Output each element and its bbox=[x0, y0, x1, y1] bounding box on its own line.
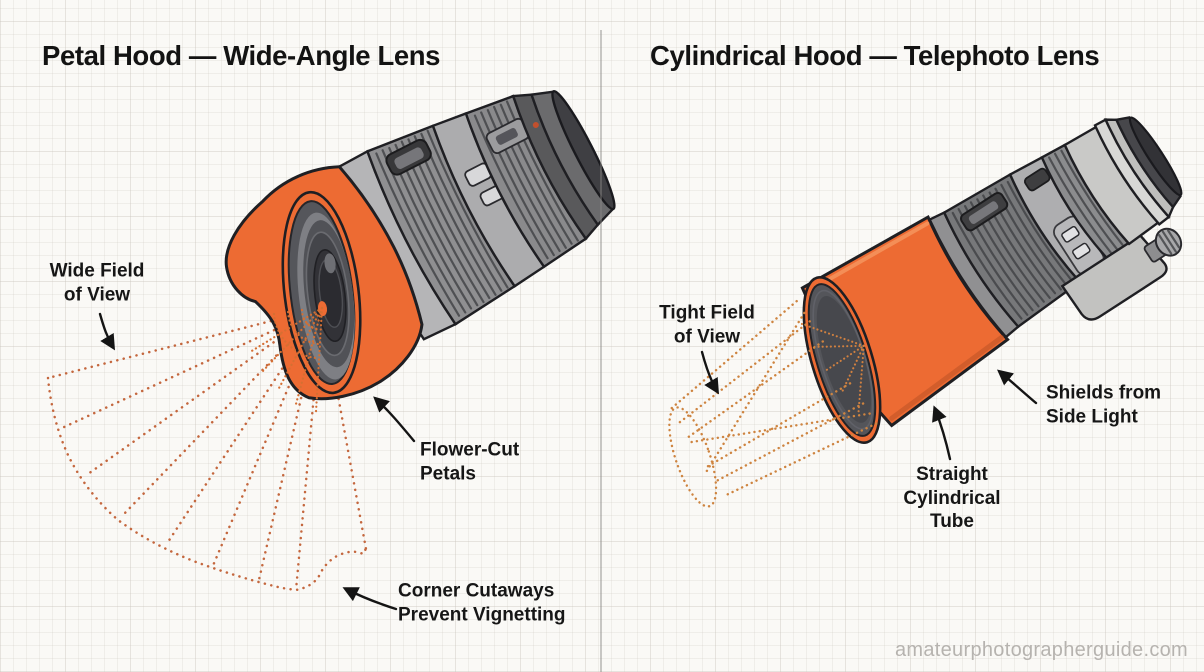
panel-divider bbox=[600, 30, 602, 672]
label-line: Straight bbox=[916, 463, 988, 485]
rear-mount bbox=[551, 89, 616, 211]
lens-switch bbox=[1072, 242, 1091, 260]
label-line: Tube bbox=[930, 510, 974, 532]
label-flower-cut-petals: Flower-Cut Petals bbox=[420, 439, 519, 486]
hood-opening bbox=[281, 190, 362, 395]
label-line: of View bbox=[63, 284, 131, 305]
tripod-foot bbox=[1060, 233, 1168, 321]
label-line: Flower-Cut bbox=[420, 439, 520, 461]
telephoto-zoom-ring-ribs bbox=[951, 180, 1074, 320]
tight-fov-tube bbox=[668, 300, 878, 508]
label-line: Cylindrical bbox=[903, 487, 1001, 509]
shielding-arrow bbox=[996, 369, 1038, 405]
label-corner-cutaways: Corner Cutaways Prevent Vignetting bbox=[398, 580, 566, 627]
label-tight-field-of-view: Tight Field of View bbox=[659, 302, 755, 349]
wide-fov-arrow bbox=[98, 312, 116, 351]
mount-index-dot bbox=[532, 122, 539, 129]
watermark: amateurphotographerguide.com bbox=[894, 639, 1188, 661]
label-line: Corner Cutaways bbox=[398, 580, 555, 602]
wide-fov-inner-dots bbox=[248, 306, 324, 414]
label-line: Wide Field bbox=[49, 260, 145, 282]
label-line: Prevent Vignetting bbox=[398, 604, 566, 625]
tight-fov-inner-dots bbox=[800, 322, 865, 413]
tight-fov-arrow bbox=[700, 350, 720, 395]
telephoto-focus-ring-ribs bbox=[1048, 149, 1124, 255]
label-line: Petals bbox=[420, 463, 476, 484]
focus-ring-ribs bbox=[473, 100, 579, 260]
label-line: Side Light bbox=[1046, 406, 1138, 427]
left-panel-title: Petal Hood — Wide-Angle Lens bbox=[42, 40, 441, 71]
wide-angle-lens-illustration bbox=[224, 89, 616, 401]
petals-arrow bbox=[373, 396, 416, 443]
right-panel-title: Cylindrical Hood — Telephoto Lens bbox=[650, 40, 1100, 71]
label-wide-field-of-view: Wide Field of View bbox=[50, 260, 145, 307]
label-line: of View bbox=[673, 326, 741, 347]
tube-arrow bbox=[932, 405, 952, 461]
annotation-arrows bbox=[98, 312, 1038, 611]
telephoto-lens-illustration bbox=[668, 116, 1183, 508]
label-straight-cylindrical-tube: Straight Cylindrical Tube bbox=[903, 463, 1000, 534]
fov-arc-with-cutaway-notch bbox=[46, 376, 370, 592]
label-line: Shields from bbox=[1046, 382, 1162, 404]
element-highlight bbox=[324, 253, 336, 274]
label-line: Tight Field bbox=[659, 302, 755, 324]
lens-switch bbox=[1061, 225, 1080, 243]
cutaways-arrow bbox=[342, 587, 398, 611]
label-shields-side-light: Shields from Side Light bbox=[1046, 382, 1161, 429]
rear-mount bbox=[1128, 116, 1183, 197]
